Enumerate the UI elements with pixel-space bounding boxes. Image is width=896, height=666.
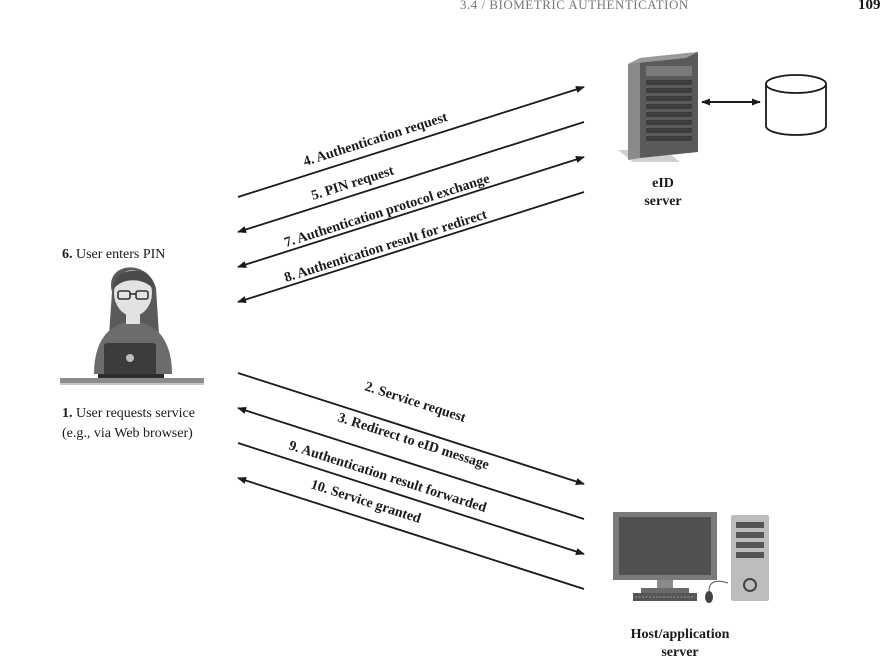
page-number: 109	[858, 0, 881, 13]
user-step6-label: 6. User enters PIN	[62, 247, 165, 262]
user-step1-sublabel: (e.g., via Web browser)	[62, 426, 193, 441]
host-computer-icon	[613, 512, 769, 603]
database-icon	[765, 74, 827, 136]
arrow-5-pin-request	[237, 121, 585, 233]
arrow-8-authentication-result	[237, 191, 585, 303]
host-server-label-line1: Host/application	[631, 627, 730, 642]
arrow-10-service-granted	[237, 477, 585, 590]
arrow-9-result-forwarded	[237, 442, 585, 555]
arrow-7-protocol-exchange	[237, 156, 585, 268]
arrow-2-service-request	[237, 372, 585, 485]
eid-server-label-line1: eID	[652, 176, 674, 191]
eid-server-label-line2: server	[644, 194, 681, 209]
eid-server-icon	[618, 52, 698, 162]
user-avatar	[60, 267, 204, 385]
msg-2-label: 2. Service request	[363, 380, 468, 427]
arrow-3-redirect	[237, 407, 585, 520]
running-title: 3.4 / BIOMETRIC AUTHENTICATION	[460, 0, 689, 12]
user-step1-label: 1. User requests service	[62, 406, 195, 421]
msg-4-label: 4. Authentication request	[302, 110, 450, 170]
arrow-4-authentication-request	[237, 86, 585, 198]
host-server-label-line2: server	[661, 645, 698, 660]
running-header: 3.4 / BIOMETRIC AUTHENTICATION 109	[460, 0, 881, 13]
